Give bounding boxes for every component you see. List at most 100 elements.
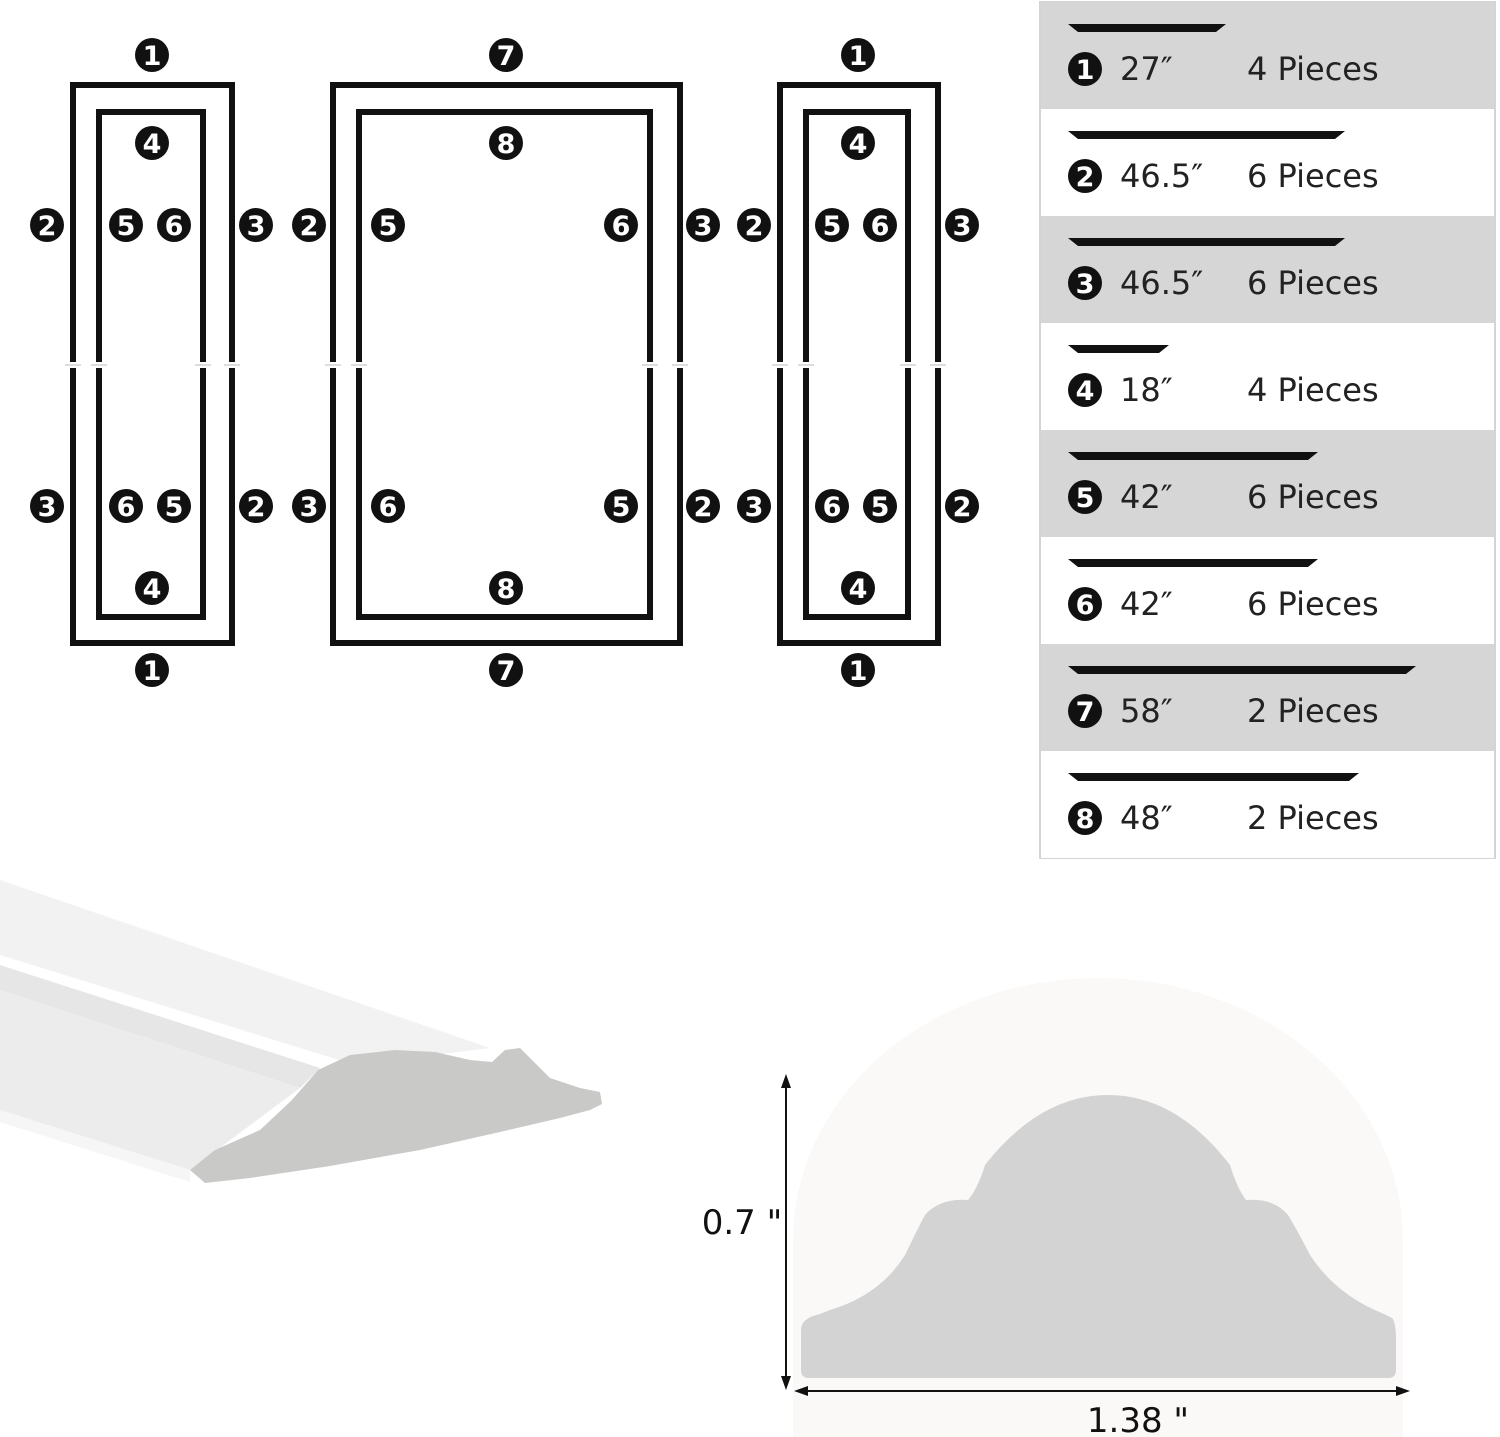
badge-inner-right-upper: 6 xyxy=(863,208,897,242)
badge-outer-left-lower: 3 xyxy=(292,489,326,523)
badge-outer-left-lower-label: 3 xyxy=(300,492,319,523)
badge-inner-top-label: 4 xyxy=(143,129,162,160)
piece-row-bg xyxy=(1041,109,1494,216)
piece-number: 7 xyxy=(1076,697,1095,728)
piece-length-bar xyxy=(1068,238,1345,246)
height-arrow-top xyxy=(781,1074,791,1088)
badge-top: 1 xyxy=(841,38,875,72)
piece-row-bg xyxy=(1041,751,1494,858)
badge-top-label: 1 xyxy=(849,41,868,72)
piece-row-bg xyxy=(1041,216,1494,323)
badge-inner-left-lower: 6 xyxy=(815,489,849,523)
piece-row-bg xyxy=(1041,430,1494,537)
badge-inner-right-lower-label: 5 xyxy=(612,492,631,523)
badge-inner-top-label: 4 xyxy=(849,129,868,160)
badge-inner-bottom-circle xyxy=(841,571,875,605)
badge-inner-right-upper-circle xyxy=(863,208,897,242)
badge-inner-right-lower: 5 xyxy=(863,489,897,523)
badge-outer-right-lower: 2 xyxy=(686,489,720,523)
piece-length: 48″ xyxy=(1120,799,1173,837)
badge-inner-bottom-circle xyxy=(135,571,169,605)
badge-inner-bottom-label: 4 xyxy=(143,574,162,605)
badge-inner-right-upper-label: 6 xyxy=(165,211,184,242)
badge-bottom-circle xyxy=(489,653,523,687)
badge-outer-left-lower: 3 xyxy=(30,489,64,523)
badge-top-label: 7 xyxy=(497,41,516,72)
frame-3 xyxy=(772,82,946,646)
badge-outer-right-lower: 2 xyxy=(239,489,273,523)
badge-inner-bottom: 4 xyxy=(135,571,169,605)
badge-outer-left-upper-label: 2 xyxy=(300,211,319,242)
badge-outer-right-upper: 3 xyxy=(686,208,720,242)
badge-bottom-label: 1 xyxy=(849,656,868,687)
piece-row-8: 8 48″ 2 Pieces xyxy=(1041,751,1494,858)
piece-length-bar xyxy=(1068,24,1226,32)
badge-bottom: 1 xyxy=(135,653,169,687)
piece-number-badge xyxy=(1068,373,1102,407)
height-label: 0.7 " xyxy=(702,1203,783,1243)
piece-number-badge xyxy=(1068,159,1102,193)
piece-length: 27″ xyxy=(1120,50,1173,88)
badge-top-label: 1 xyxy=(143,41,162,72)
piece-quantity: 2 Pieces xyxy=(1247,799,1379,837)
piece-number: 3 xyxy=(1076,269,1095,300)
badge-inner-right-lower-circle xyxy=(604,489,638,523)
badge-inner-right-lower-circle xyxy=(157,489,191,523)
piece-row-bg xyxy=(1041,323,1494,430)
piece-number: 5 xyxy=(1076,483,1095,514)
badge-inner-right-upper: 6 xyxy=(604,208,638,242)
badge-inner-bottom-label: 4 xyxy=(849,574,868,605)
badge-outer-left-upper: 2 xyxy=(292,208,326,242)
badge-outer-right-lower-circle xyxy=(945,489,979,523)
frame-layouts xyxy=(65,82,946,646)
piece-number: 2 xyxy=(1076,162,1095,193)
badge-inner-left-upper-circle xyxy=(109,208,143,242)
badge-inner-left-upper-circle xyxy=(815,208,849,242)
badge-outer-right-upper: 3 xyxy=(945,208,979,242)
badge-inner-left-upper: 5 xyxy=(109,208,143,242)
badge-outer-right-lower: 2 xyxy=(945,489,979,523)
badge-inner-bottom-circle xyxy=(489,571,523,605)
piece-length: 42″ xyxy=(1120,585,1173,623)
badge-outer-left-upper-circle xyxy=(292,208,326,242)
molding-strip-image xyxy=(0,880,602,1183)
badge-outer-left-lower-circle xyxy=(292,489,326,523)
badge-inner-right-upper-circle xyxy=(157,208,191,242)
badge-outer-left-lower-label: 3 xyxy=(38,492,57,523)
piece-number: 8 xyxy=(1076,804,1095,835)
badge-inner-left-upper-label: 5 xyxy=(379,211,398,242)
badge-inner-right-upper: 6 xyxy=(157,208,191,242)
badge-inner-left-upper: 5 xyxy=(371,208,405,242)
badge-outer-left-lower: 3 xyxy=(737,489,771,523)
badge-inner-bottom: 8 xyxy=(489,571,523,605)
piece-number-badge xyxy=(1068,801,1102,835)
badge-inner-top-circle xyxy=(841,126,875,160)
badge-top-circle xyxy=(841,38,875,72)
badge-outer-right-lower-circle xyxy=(239,489,273,523)
badge-outer-right-lower-label: 2 xyxy=(247,492,266,523)
width-label: 1.38 " xyxy=(1087,1401,1189,1437)
piece-number-badge xyxy=(1068,480,1102,514)
badge-outer-left-lower-circle xyxy=(30,489,64,523)
badge-inner-left-lower-circle xyxy=(371,489,405,523)
piece-length: 18″ xyxy=(1120,371,1173,409)
height-arrow-bottom xyxy=(781,1376,791,1390)
piece-quantity: 6 Pieces xyxy=(1247,478,1379,516)
piece-row-bg xyxy=(1041,644,1494,751)
badge-inner-top-circle xyxy=(135,126,169,160)
molding-lower-face xyxy=(0,990,300,1170)
badge-inner-left-lower-label: 6 xyxy=(117,492,136,523)
width-arrow-right xyxy=(1396,1386,1410,1396)
piece-quantity: 6 Pieces xyxy=(1247,585,1379,623)
piece-number-badge xyxy=(1068,694,1102,728)
badge-inner-top-label: 8 xyxy=(497,129,516,160)
badge-bottom: 7 xyxy=(489,653,523,687)
badge-outer-right-upper-label: 3 xyxy=(694,211,713,242)
badge-inner-left-lower: 6 xyxy=(109,489,143,523)
